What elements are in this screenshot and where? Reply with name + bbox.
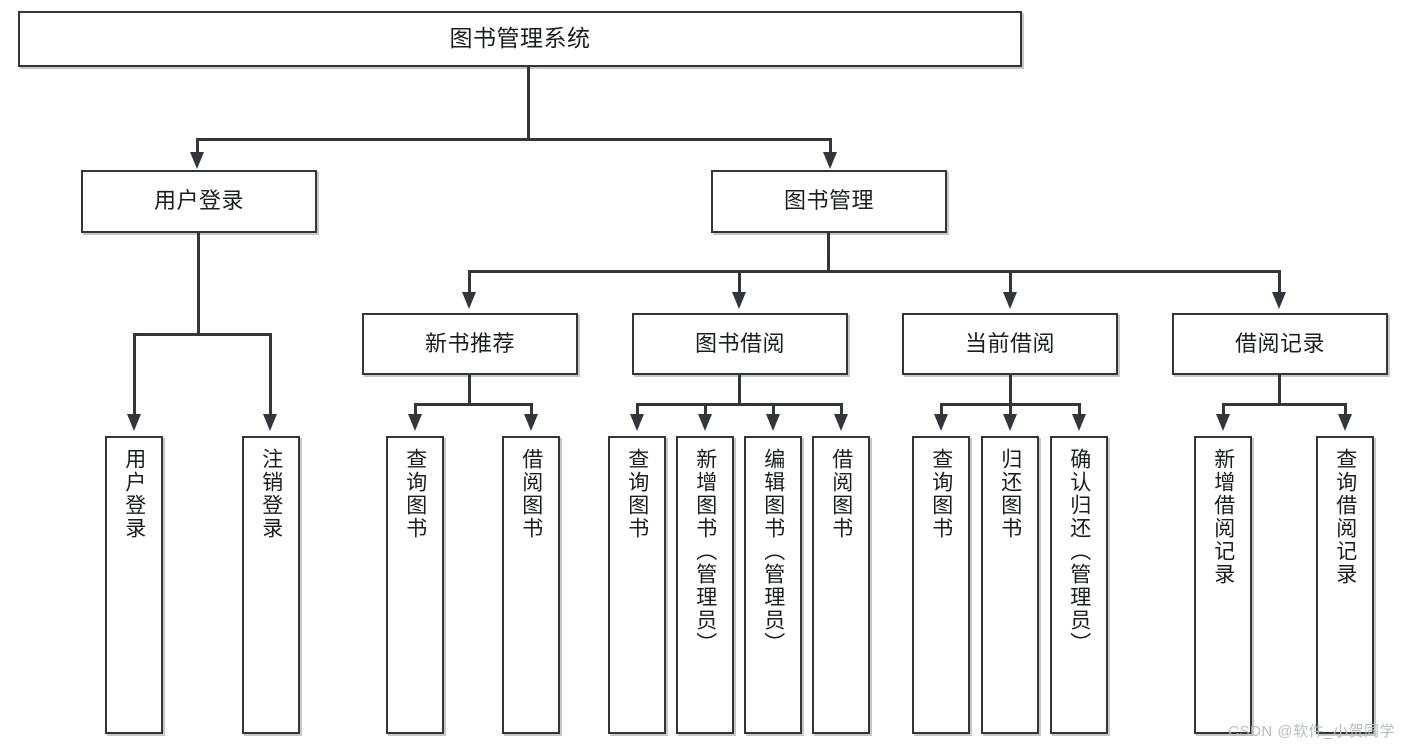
arrow-nb-query-book (408, 414, 422, 431)
arrow-book-borrow (732, 292, 746, 309)
node-label: 编辑图书（管理员） (761, 448, 785, 655)
leaf-bb-edit-book[interactable]: 编辑图书（管理员） (744, 436, 802, 734)
connector-drop-bb-add (704, 403, 707, 418)
leaf-nb-query-book[interactable]: 查询图书 (386, 436, 444, 734)
arrow-nb-borrow-book (524, 414, 538, 431)
connector-drop-new-book (468, 270, 471, 295)
connector-new-book-bus (414, 403, 533, 406)
node-label: 图书管理 (783, 188, 874, 214)
arrow-cb-confirm-return (1072, 414, 1086, 431)
leaf-cb-confirm-return[interactable]: 确认归还（管理员） (1050, 436, 1108, 734)
connector-drop-book-manage (829, 138, 832, 156)
leaf-bb-query-book[interactable]: 查询图书 (608, 436, 666, 734)
node-book-borrow[interactable]: 图书借阅 (632, 313, 848, 375)
node-label: 当前借阅 (964, 330, 1055, 356)
watermark: CSDN @软件_小贺同学 (1228, 723, 1395, 740)
arrow-cb-query-book (934, 414, 948, 431)
leaf-bb-borrow-book[interactable]: 借阅图书 (812, 436, 870, 734)
arrow-cb-return-book (1003, 414, 1017, 431)
arrow-br-add-record (1216, 414, 1230, 431)
arrow-bb-borrow-book (834, 414, 848, 431)
node-book-management[interactable]: 图书管理 (711, 170, 947, 233)
node-label: 新书推荐 (424, 330, 515, 356)
connector-drop-nb-borrow (530, 403, 533, 418)
node-label: 注销登录 (259, 448, 283, 540)
connector-drop-borrow-record (1278, 270, 1281, 295)
arrow-leaf-user-login (127, 414, 141, 431)
connector-borrow-record-bus (1222, 403, 1347, 406)
leaf-bb-add-book[interactable]: 新增图书（管理员） (676, 436, 734, 734)
connector-drop-leaf-logout (269, 333, 272, 418)
connector-root-stem (527, 67, 530, 140)
connector-drop-cb-return (1009, 403, 1012, 418)
node-label: 查询图书 (403, 448, 427, 540)
connector-new-book-stem (468, 375, 471, 405)
node-root-library-system[interactable]: 图书管理系统 (18, 11, 1022, 67)
node-label: 图书管理系统 (449, 25, 591, 52)
connector-borrow-record-stem (1278, 375, 1281, 405)
connector-book-borrow-stem (738, 375, 741, 405)
connector-drop-bb-edit (772, 403, 775, 418)
node-label: 借阅记录 (1234, 330, 1325, 356)
connector-drop-br-add (1222, 403, 1225, 418)
arrow-br-query-record (1338, 414, 1352, 431)
node-current-borrow[interactable]: 当前借阅 (902, 313, 1118, 375)
node-user-login[interactable]: 用户登录 (81, 170, 317, 233)
connector-book-manage-stem (827, 233, 830, 273)
arrow-user-login (190, 152, 204, 169)
node-label: 用户登录 (122, 448, 146, 540)
arrow-borrow-record (1272, 292, 1286, 309)
arrow-bb-query-book (630, 414, 644, 431)
leaf-logout[interactable]: 注销登录 (242, 436, 300, 734)
arrow-current-borrow (1003, 292, 1017, 309)
arrow-new-book-recommend (462, 292, 476, 309)
leaf-br-query-record[interactable]: 查询借阅记录 (1316, 436, 1374, 734)
leaf-nb-borrow-book[interactable]: 借阅图书 (502, 436, 560, 734)
node-label: 确认归还（管理员） (1067, 448, 1091, 655)
leaf-cb-return-book[interactable]: 归还图书 (981, 436, 1039, 734)
node-label: 用户登录 (153, 188, 244, 214)
connector-drop-current-borrow (1009, 270, 1012, 295)
arrow-bb-edit-book (766, 414, 780, 431)
connector-current-borrow-stem (1009, 375, 1012, 405)
connector-user-login-bus (133, 333, 272, 336)
connector-drop-cb-query (940, 403, 943, 418)
arrow-bb-add-book (698, 414, 712, 431)
connector-drop-bb-borrow (840, 403, 843, 418)
leaf-br-add-record[interactable]: 新增借阅记录 (1194, 436, 1252, 734)
arrow-book-manage (823, 152, 837, 169)
connector-drop-user-login (196, 138, 199, 156)
node-label: 借阅图书 (829, 448, 853, 540)
connector-level3-bus (468, 270, 1281, 273)
connector-drop-cb-confirm (1078, 403, 1081, 418)
connector-drop-bb-query (636, 403, 639, 418)
connector-drop-br-query (1344, 403, 1347, 418)
arrow-leaf-logout (263, 414, 277, 431)
connector-drop-book-borrow (738, 270, 741, 295)
node-label: 归还图书 (998, 448, 1022, 540)
node-label: 新增借阅记录 (1211, 448, 1235, 586)
connector-book-borrow-bus (636, 403, 843, 406)
node-borrow-record[interactable]: 借阅记录 (1172, 313, 1388, 375)
leaf-cb-query-book[interactable]: 查询图书 (912, 436, 970, 734)
node-label: 新增图书（管理员） (693, 448, 717, 655)
leaf-user-login[interactable]: 用户登录 (105, 436, 163, 734)
node-label: 查询图书 (929, 448, 953, 540)
node-label: 借阅图书 (519, 448, 543, 540)
node-new-book-recommend[interactable]: 新书推荐 (362, 313, 578, 375)
node-label: 查询图书 (625, 448, 649, 540)
connector-drop-nb-query (414, 403, 417, 418)
connector-drop-leaf-user-login (133, 333, 136, 418)
connector-level2-bus (196, 138, 832, 141)
node-label: 查询借阅记录 (1333, 448, 1357, 586)
node-label: 图书借阅 (694, 330, 785, 356)
connector-user-login-stem (197, 233, 200, 335)
